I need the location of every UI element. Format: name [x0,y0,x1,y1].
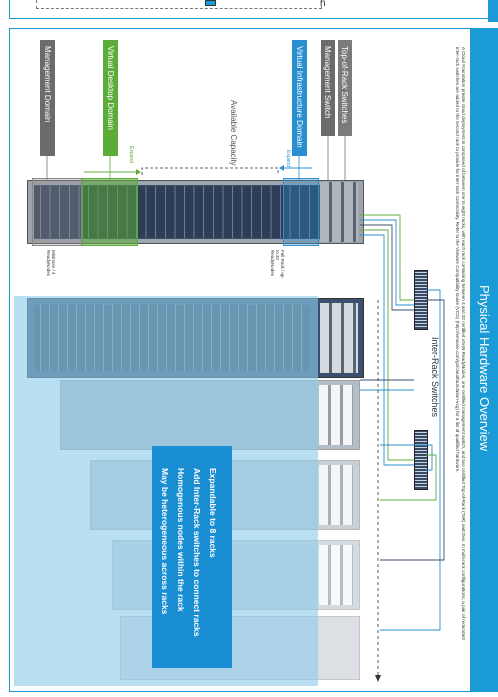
highlight-virtual-desktop [82,178,138,246]
highlight-management [32,178,82,246]
feature-3: Homogenous nodes within the rack [176,468,186,612]
rack-top-switches [320,182,358,242]
top-strip-fragment: n [320,0,326,9]
feature-1: Expandable to 8 racks [208,468,218,558]
feature-2: Add Inter-Rack switches to connect racks [192,468,202,637]
small-node-icon [205,0,216,6]
tag-virtual-infrastructure: Virtual Infrastructure Domain [292,40,307,156]
dashed-box [36,0,322,9]
tag-top-of-rack: Top-of-Rack Switches [338,40,352,136]
feature-4: May be heterogeneous across racks [160,468,170,615]
feature-box: Expandable to 8 racks Add Inter-Rack swi… [152,446,232,668]
rack-2-switches [319,385,353,445]
rack-4-switches [319,545,353,605]
top-strip-blue-edge [488,0,498,22]
tag-management-domain: Management Domain [40,40,55,156]
rack-3-switches [319,465,353,525]
tag-management-switch: Management Switch [321,40,335,136]
top-strip: n [0,0,498,22]
highlight-virtual-infrastructure [283,178,319,246]
tag-virtual-desktop: Virtual Desktop Domain [103,40,118,156]
title-bar: Physical Hardware Overview [470,28,498,692]
rack-1-switches [320,303,358,373]
